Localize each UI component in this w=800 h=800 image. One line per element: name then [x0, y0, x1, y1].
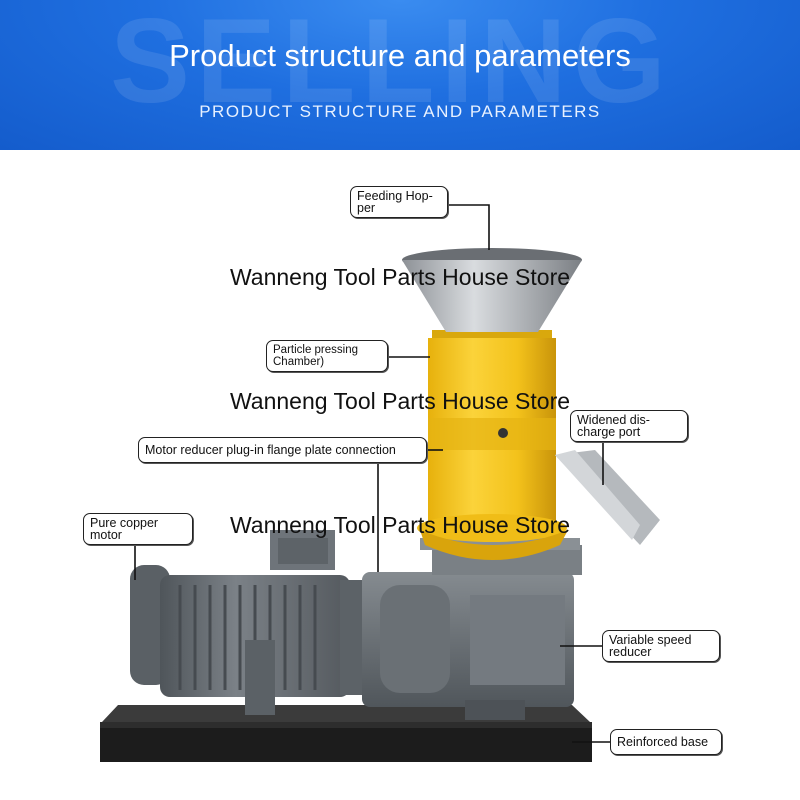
- page-subtitle: PRODUCT STRUCTURE AND PARAMETERS: [199, 102, 601, 121]
- callout-motor-flange: Motor reducer plug-in flange plate conne…: [138, 437, 427, 463]
- header-banner: SELLING Product structure and parameters…: [0, 0, 800, 150]
- reducer-body: [362, 572, 574, 720]
- callout-copper-motor: Pure copper motor: [83, 513, 193, 545]
- discharge-chute: [555, 450, 660, 545]
- pressing-chamber: [417, 330, 568, 560]
- callout-widened-port: Widened dis- charge port: [570, 410, 688, 442]
- store-watermark: Wanneng Tool Parts House Store: [229, 388, 571, 414]
- store-watermark: Wanneng Tool Parts House Store: [229, 264, 571, 290]
- leader-lines: [134, 204, 610, 743]
- pellet-mill-illustration: [100, 204, 660, 762]
- store-watermark: Wanneng Tool Parts House Store: [229, 512, 571, 538]
- motor-body: [130, 530, 370, 715]
- callout-particle-chamber: Particle pressing Chamber): [266, 340, 388, 372]
- callout-speed-reducer: Variable speed reducer: [602, 630, 720, 662]
- callout-feeding-hopper: Feeding Hop- per: [350, 186, 448, 218]
- banner-watermark: SELLING: [110, 0, 673, 128]
- callout-reinforced-base: Reinforced base: [610, 729, 722, 755]
- page-title: Product structure and parameters: [169, 38, 631, 73]
- feeding-hopper: [402, 248, 582, 332]
